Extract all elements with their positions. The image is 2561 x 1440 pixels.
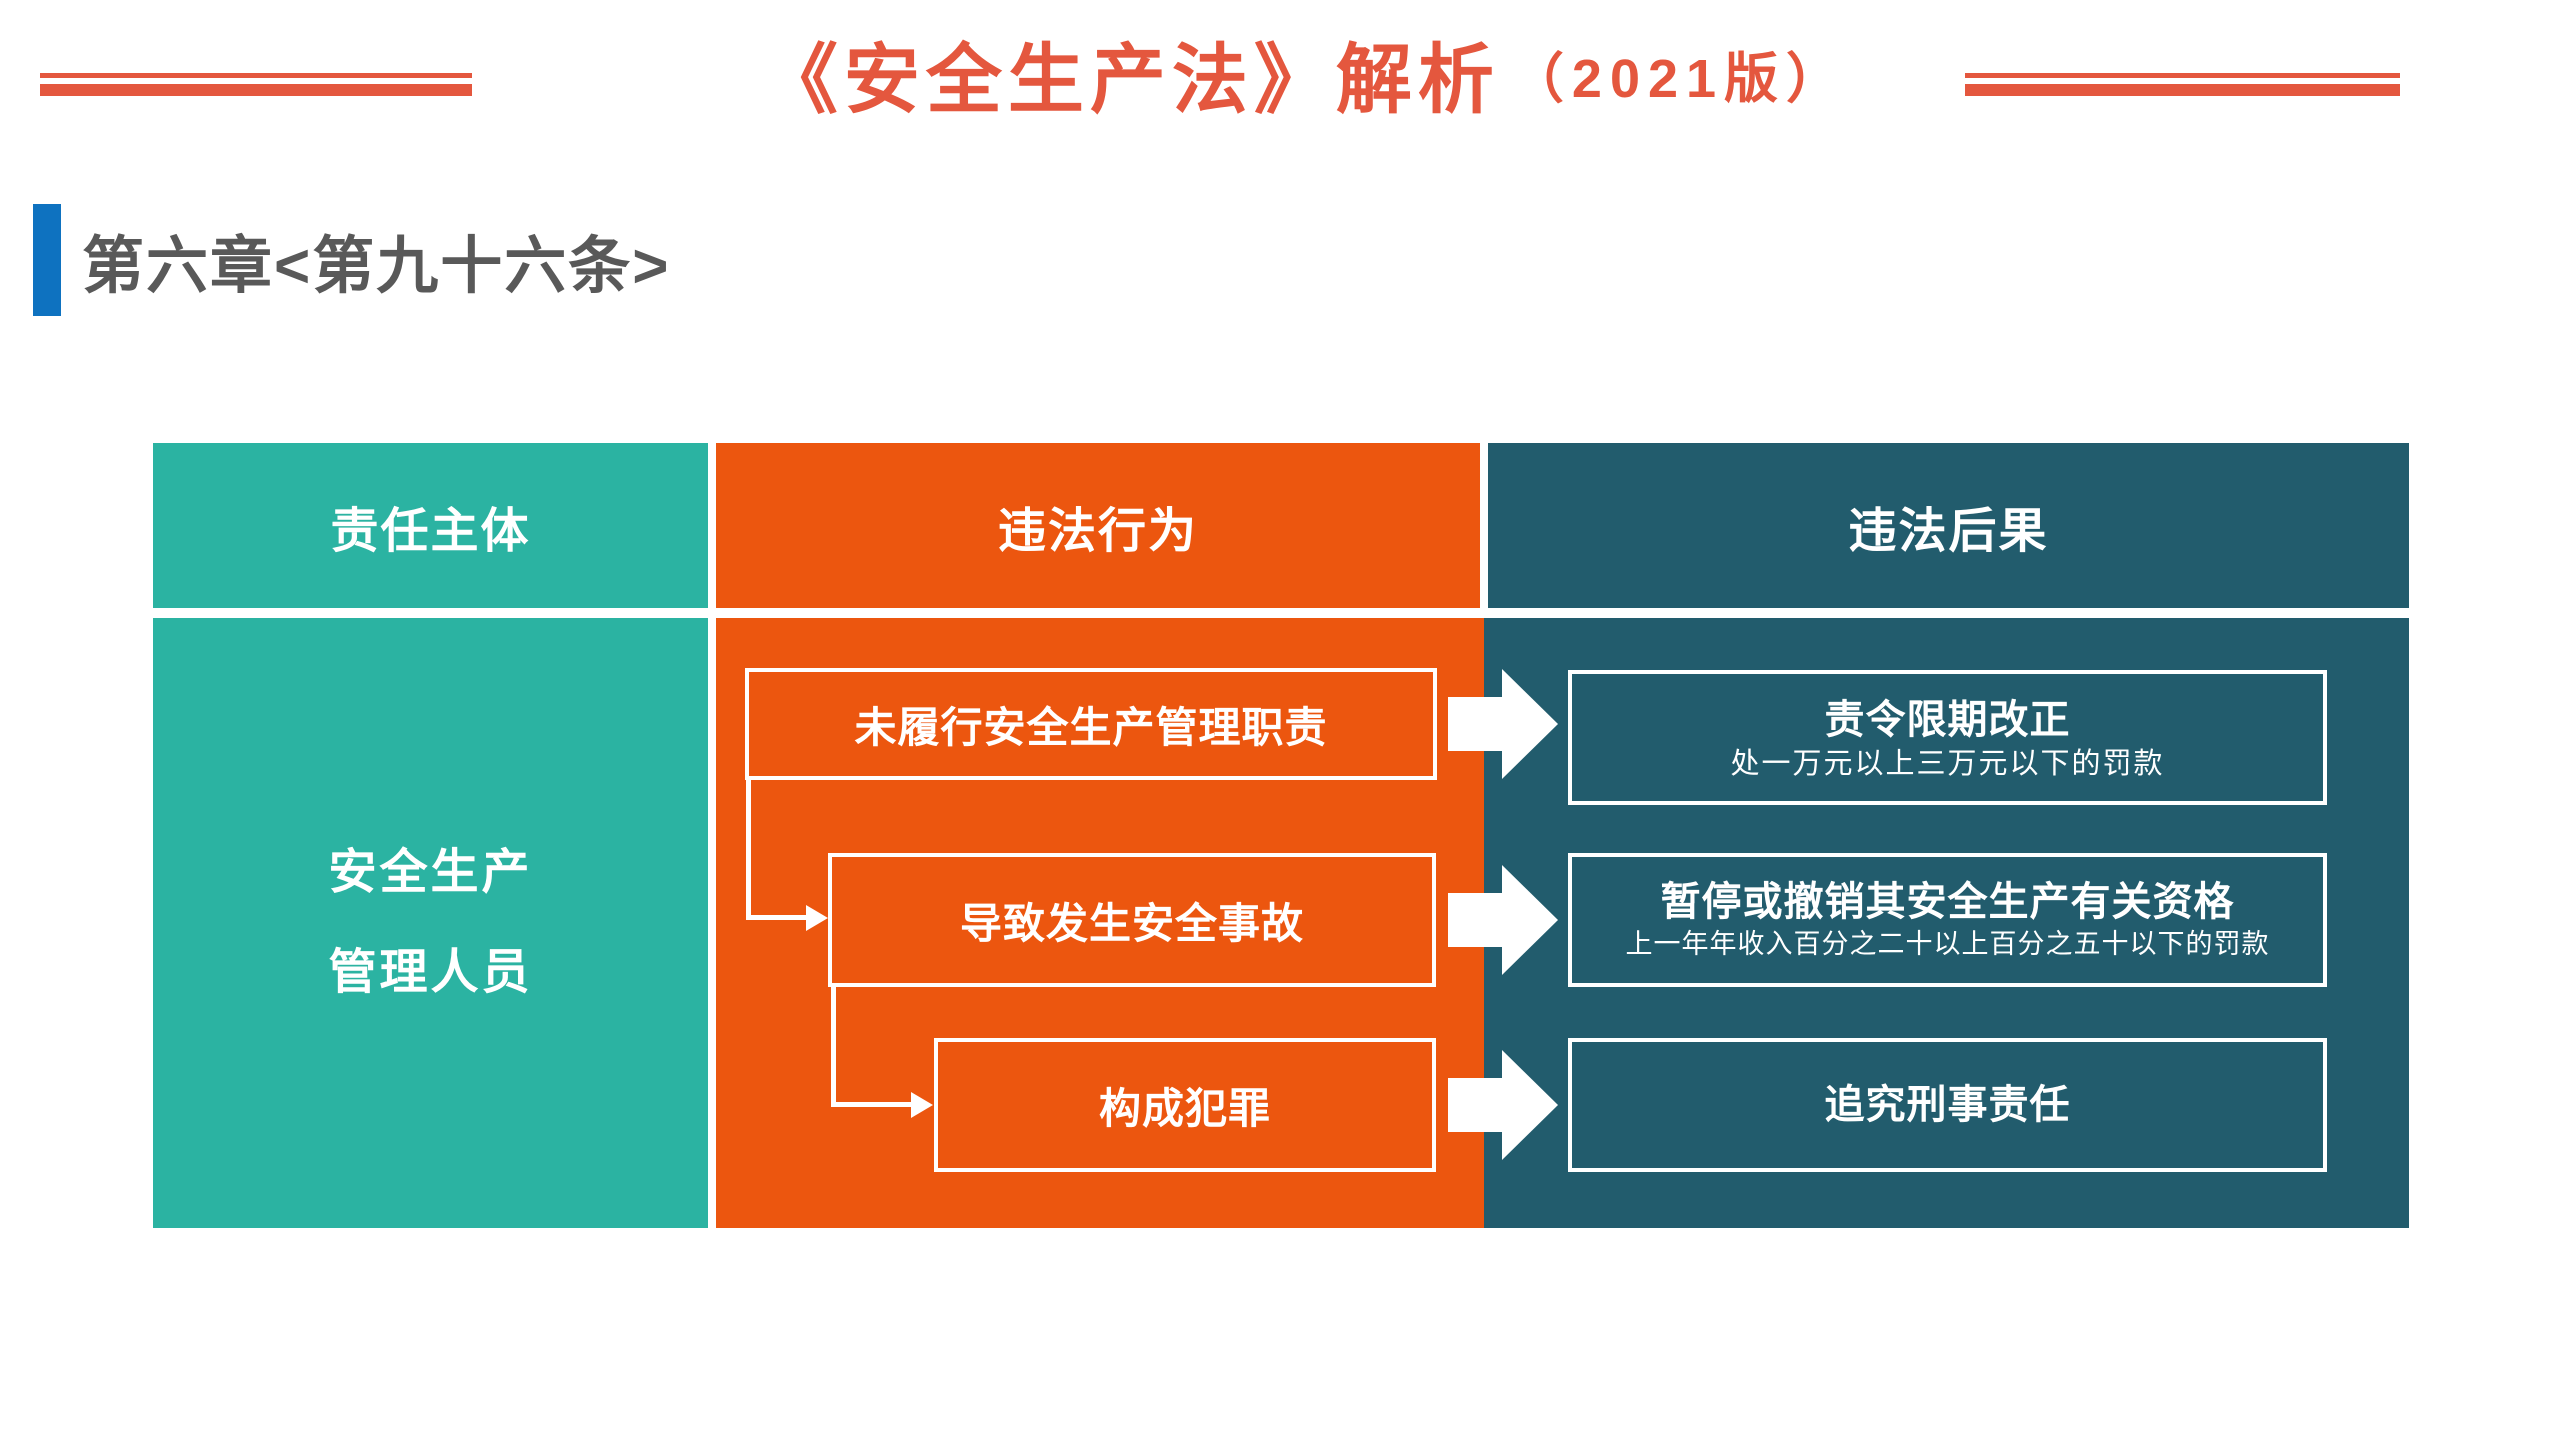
subject-line-2: 管理人员 <box>328 946 533 999</box>
connector-1-vertical <box>746 780 751 918</box>
arrow-head <box>1502 669 1558 779</box>
flow-arrow-icon-3 <box>1448 1050 1558 1160</box>
decor-thin-line <box>1965 73 2400 78</box>
behavior-box-2: 导致发生安全事故 <box>828 853 1436 987</box>
connector-1-arrowhead-icon <box>806 905 828 931</box>
behavior-box-1: 未履行安全生产管理职责 <box>745 668 1437 780</box>
body-cell-subject: 安全生产 管理人员 <box>153 618 708 1228</box>
consequence-box-2-title: 暂停或撤销其安全生产有关资格 <box>1660 880 2235 924</box>
subject-line-1: 安全生产 <box>328 846 533 899</box>
consequence-box-1-title: 责令限期改正 <box>1824 697 2071 742</box>
arrow-tail <box>1448 697 1502 751</box>
connector-2-arrowhead-icon <box>911 1092 933 1118</box>
page-title-main: 《安全生产法》解析 <box>761 38 1500 123</box>
page-title: 《安全生产法》解析 （2021版） <box>640 18 1970 128</box>
connector-1-horizontal <box>746 915 808 920</box>
title-decor-line-left <box>40 73 472 96</box>
body-cell-consequence <box>1484 618 2409 1228</box>
consequence-box-1: 责令限期改正 处一万元以上三万元以下的罚款 <box>1568 670 2327 805</box>
heading-accent-bar <box>33 204 61 316</box>
behavior-box-2-label: 导致发生安全事故 <box>959 899 1304 947</box>
arrow-head <box>1502 1050 1558 1160</box>
consequence-box-2-subtitle: 上一年年收入百分之二十以上百分之五十以下的罚款 <box>1625 929 2270 960</box>
section-heading-text: 第六章<第九十六条> <box>82 232 671 301</box>
section-heading: 第六章<第九十六条> <box>0 195 2561 325</box>
flow-arrow-icon-1 <box>1448 669 1558 779</box>
behavior-box-1-label: 未履行安全生产管理职责 <box>854 703 1328 751</box>
header-label-consequence: 违法后果 <box>1848 504 2049 558</box>
header-label-behavior: 违法行为 <box>997 504 1198 558</box>
behavior-box-3: 构成犯罪 <box>934 1038 1436 1172</box>
connector-2-horizontal <box>831 1102 913 1107</box>
consequence-box-2: 暂停或撤销其安全生产有关资格 上一年年收入百分之二十以上百分之五十以下的罚款 <box>1568 853 2327 987</box>
consequence-box-3: 追究刑事责任 <box>1568 1038 2327 1172</box>
page-title-version: （2021版） <box>1509 48 1849 109</box>
arrow-head <box>1502 865 1558 975</box>
decor-thick-line <box>1965 84 2400 96</box>
consequence-box-1-subtitle: 处一万元以上三万元以下的罚款 <box>1730 745 2165 780</box>
behavior-box-3-label: 构成犯罪 <box>1098 1084 1271 1132</box>
header-label-subject: 责任主体 <box>330 504 531 558</box>
body-cell-behavior <box>716 618 1484 1228</box>
header-cell-subject: 责任主体 <box>153 443 708 608</box>
header-cell-consequence: 违法后果 <box>1488 443 2409 608</box>
title-decor-line-right <box>1965 73 2400 96</box>
arrow-tail <box>1448 893 1502 947</box>
arrow-tail <box>1448 1078 1502 1132</box>
flow-arrow-icon-2 <box>1448 865 1558 975</box>
consequence-box-3-title: 追究刑事责任 <box>1824 1083 2071 1127</box>
title-bar: 《安全生产法》解析 （2021版） <box>0 0 2561 140</box>
connector-2-vertical <box>831 987 836 1105</box>
decor-thick-line <box>40 84 472 96</box>
decor-thin-line <box>40 73 472 78</box>
header-cell-behavior: 违法行为 <box>716 443 1480 608</box>
